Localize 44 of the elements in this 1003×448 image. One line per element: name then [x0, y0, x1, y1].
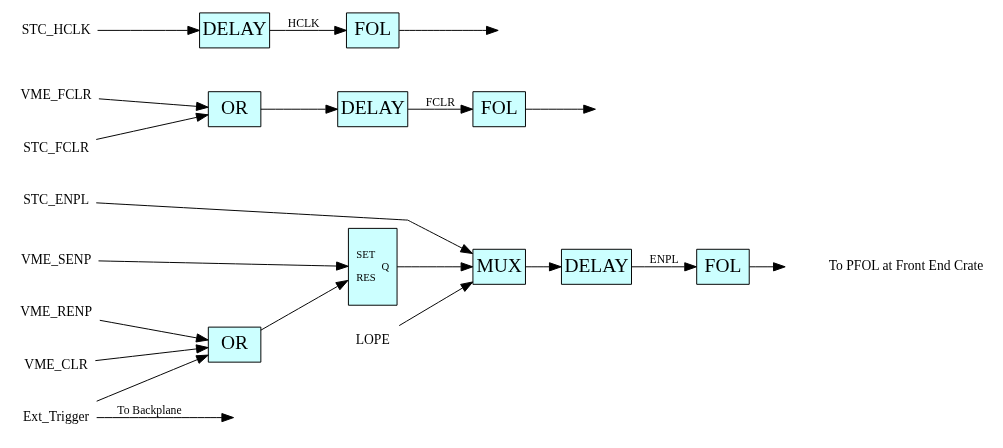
node-text: VME_RENP	[20, 304, 92, 320]
node-text: VME_FCLR	[20, 87, 92, 103]
node-box: DELAY	[561, 248, 632, 285]
arrow	[631, 262, 697, 272]
edge-label: FCLR	[425, 95, 455, 109]
node-box: DELAY	[337, 91, 409, 128]
node-box: OR	[207, 91, 262, 128]
arrow	[98, 260, 349, 271]
node-box: MUX	[472, 248, 526, 285]
node-text: STC_HCLK	[21, 22, 91, 37]
node-text: VME_SENP	[20, 251, 92, 267]
node-box: OR	[207, 326, 262, 363]
node-box: FOL	[346, 12, 400, 49]
arrow	[269, 25, 347, 35]
node-text: Ext_Trigger	[23, 409, 90, 425]
node-text: STC_FCLR	[23, 139, 89, 155]
arrow	[96, 413, 235, 423]
arrow	[94, 344, 209, 362]
arrow	[99, 319, 209, 343]
arrow	[407, 104, 474, 114]
arrow	[96, 354, 209, 402]
node-box: FOL	[472, 91, 526, 128]
node-box: DELAY	[199, 12, 271, 49]
arrow	[525, 104, 596, 114]
arrow	[98, 98, 209, 111]
arrow	[398, 281, 474, 327]
arrow	[95, 112, 209, 140]
arrow	[749, 262, 786, 272]
label: To PFOL at Front End Crate	[828, 258, 984, 274]
arrow	[97, 25, 200, 35]
edge-label: HCLK	[287, 17, 320, 31]
arrow	[95, 202, 474, 255]
node-box: FOL	[696, 248, 750, 285]
arrow	[525, 262, 562, 272]
arrow	[260, 279, 349, 331]
node-text: STC_ENPL	[23, 192, 89, 208]
arrow	[260, 104, 339, 114]
node-text: LOPE	[355, 332, 390, 348]
arrow	[398, 25, 499, 35]
arrow	[396, 262, 474, 272]
node-text: VME_CLR	[24, 356, 88, 372]
node-box: SET Q RES	[347, 227, 398, 306]
edge-label: To Backplane	[117, 404, 182, 418]
edge-label: ENPL	[649, 253, 679, 267]
